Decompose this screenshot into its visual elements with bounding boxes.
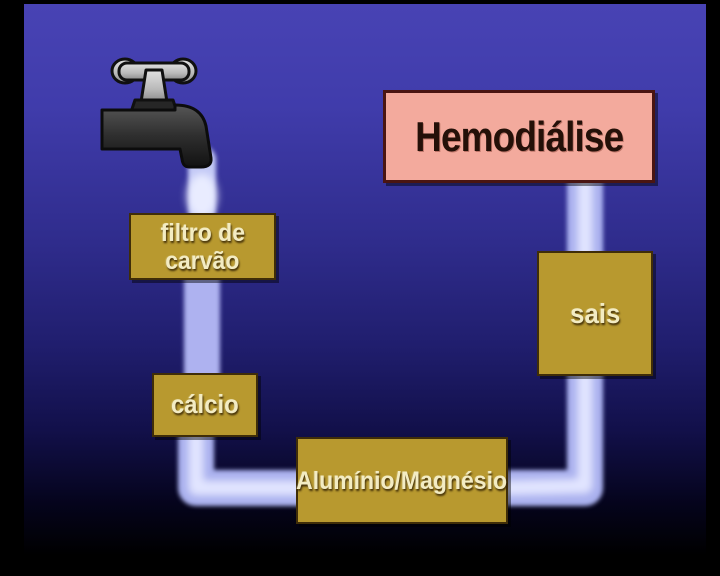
box-sais: sais: [537, 251, 653, 376]
calcio-label: cálcio: [171, 389, 239, 420]
filtro-label-line2: carvão: [165, 246, 240, 275]
faucet-icon: [100, 57, 213, 169]
sais-label: sais: [569, 297, 621, 329]
box-calcio: cálcio: [152, 373, 258, 437]
box-hemodialise: Hemodiálise: [383, 90, 655, 183]
aluminio-label: Alumínio/Magnésio: [296, 466, 508, 495]
filtro-label-line1: filtro de: [160, 218, 245, 247]
hemodialise-label: Hemodiálise: [414, 112, 624, 160]
box-filtro-de-carvao: filtro de carvão: [129, 213, 276, 280]
box-aluminio-magnesio: Alumínio/Magnésio: [296, 437, 508, 524]
